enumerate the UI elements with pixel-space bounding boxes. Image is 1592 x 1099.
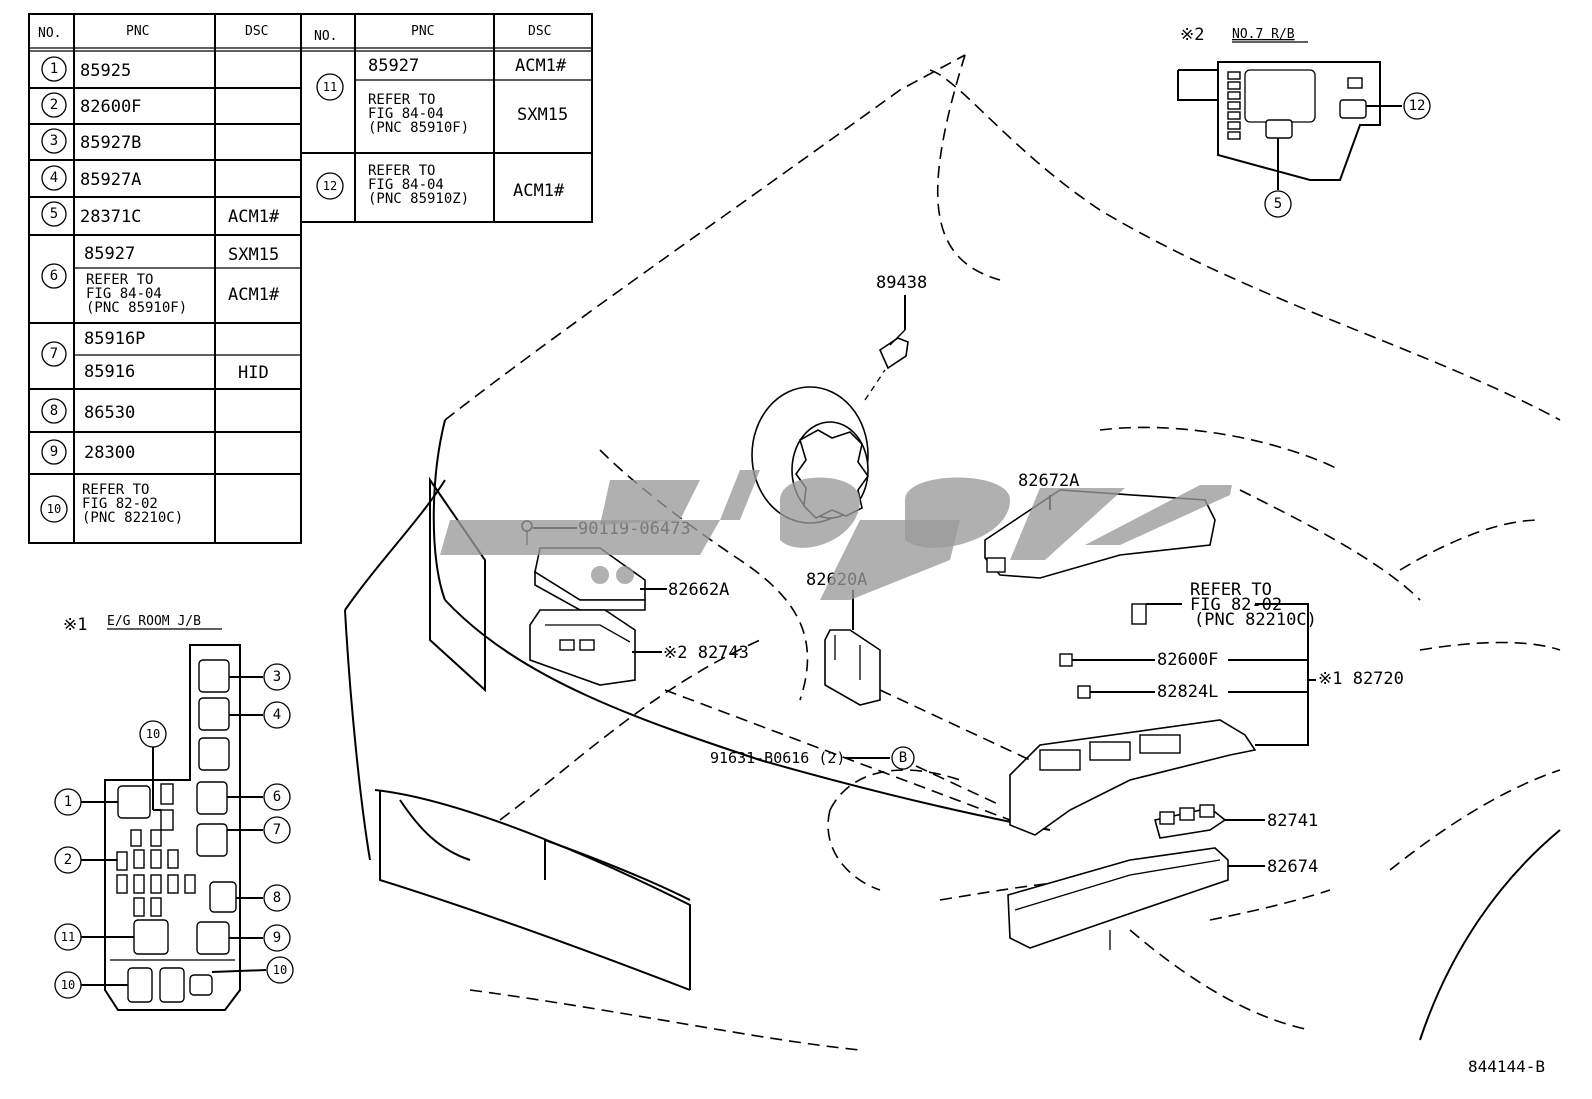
t2-header-dsc: DSC xyxy=(528,24,551,39)
inset1-mark: ※1 xyxy=(63,615,87,635)
label-82743: ※2 82743 xyxy=(663,643,749,663)
t2-no-12: 12 xyxy=(323,179,337,193)
t1-dsc-6b: ACM1# xyxy=(228,285,280,305)
inset1-callout-4: 4 xyxy=(273,707,281,723)
parts-table-1: NO. PNC DSC 1 2 3 4 5 6 7 8 9 10 85925 8… xyxy=(28,13,302,544)
t1-no-9: 9 xyxy=(50,444,58,460)
part-82620A-relay xyxy=(824,629,881,706)
t1-pnc-3: 85927B xyxy=(80,133,141,153)
inset2-title: NO.7 R/B xyxy=(1232,27,1295,42)
label-refer-82210C: REFER TO FIG 82-02 (PNC 82210C) xyxy=(1190,580,1317,630)
refer-line-3: (PNC 82210C) xyxy=(1194,610,1317,630)
inset2-mark: ※2 xyxy=(1180,25,1204,45)
part-82743-relay-block xyxy=(529,609,636,686)
inset1-callout-6: 6 xyxy=(273,789,281,805)
inset1-title: E/G ROOM J/B xyxy=(107,614,201,629)
t1-no-1: 1 xyxy=(50,61,58,77)
t1-pnc-1: 85925 xyxy=(80,61,131,81)
inset1-callout-10a: 10 xyxy=(146,727,160,741)
part-82741-relay-strip xyxy=(1154,804,1227,839)
bolt-ref-marker: B xyxy=(899,750,907,766)
t1-pnc-5: 28371C xyxy=(80,207,141,227)
inset1-callout-10b: 10 xyxy=(273,963,287,977)
t1-no-2: 2 xyxy=(50,97,58,113)
label-89438: 89438 xyxy=(876,273,927,293)
part-labels: 89438 90119-06473 82662A ※2 82743 82620A… xyxy=(578,273,1404,877)
t2-dsc-11a: ACM1# xyxy=(515,56,567,76)
label-82672A: 82672A xyxy=(1018,471,1079,491)
t1-pnc-8: 86530 xyxy=(84,403,135,423)
t1-pnc-7b: 85916 xyxy=(84,362,135,382)
label-91631-B0616: 91631-B0616 (2) xyxy=(710,749,845,767)
t1-pnc-2: 82600F xyxy=(80,97,141,117)
t1-header-no: NO. xyxy=(38,26,61,41)
parts-table-2: NO. PNC DSC 11 12 85927 REFER TO FIG 84-… xyxy=(300,13,593,223)
part-82720-junction-block xyxy=(1009,719,1257,836)
inset1-callout-11: 11 xyxy=(61,930,75,944)
t1-no-8: 8 xyxy=(50,403,58,419)
part-82600F-fuse-icon xyxy=(1059,653,1073,667)
label-82674: 82674 xyxy=(1267,857,1318,877)
t2-pnc-11a: 85927 xyxy=(368,56,419,76)
t1-dsc-7b: HID xyxy=(238,363,269,383)
label-82720: ※1 82720 xyxy=(1318,669,1404,689)
t1-no-4: 4 xyxy=(50,170,58,186)
t2-header-pnc: PNC xyxy=(411,24,434,39)
inset1-callout-1: 1 xyxy=(64,794,72,810)
leader-lines xyxy=(533,295,1316,867)
inset2-fuse-column xyxy=(1227,71,1241,140)
t1-no-3: 3 xyxy=(50,133,58,149)
inset1-callout-2: 2 xyxy=(64,852,72,868)
t1-dsc-6a: SXM15 xyxy=(228,245,279,265)
label-82662A: 82662A xyxy=(668,580,729,600)
part-82824L-fuse-icon xyxy=(1077,685,1091,699)
t2-pnc-11b: REFER TO FIG 84-04 (PNC 85910F) xyxy=(368,92,469,136)
t1-header-dsc: DSC xyxy=(245,24,268,39)
t1-pnc-6a: 85927 xyxy=(84,244,135,264)
t2-no-11: 11 xyxy=(323,80,337,94)
inset-eg-room-jb: ※1 E/G ROOM J/B xyxy=(54,614,294,1011)
inset1-callout-9: 9 xyxy=(273,930,281,946)
inset1-callout-10c: 10 xyxy=(61,978,75,992)
t1-pnc-6b: REFER TO FIG 84-04 (PNC 85910F) xyxy=(86,272,187,316)
inset2-callout-12: 12 xyxy=(1409,98,1426,114)
label-82600F: 82600F xyxy=(1157,650,1218,670)
inset1-callout-8: 8 xyxy=(273,890,281,906)
figure-id: 844144-B xyxy=(1468,1057,1545,1076)
watermark-logo xyxy=(440,470,1232,600)
part-82210C-fuse-icon xyxy=(1131,603,1147,625)
t1-no-6: 6 xyxy=(50,268,58,284)
t1-no-5: 5 xyxy=(50,206,58,222)
t1-pnc-10: REFER TO FIG 82-02 (PNC 82210C) xyxy=(82,482,183,526)
t2-dsc-12: ACM1# xyxy=(513,181,565,201)
t2-dsc-11b: SXM15 xyxy=(517,105,568,125)
refer-line-2: FIG 82-02 xyxy=(1190,595,1282,615)
part-82674-lower-case xyxy=(1007,847,1229,950)
label-82741: 82741 xyxy=(1267,811,1318,831)
inset1-callout-7: 7 xyxy=(273,822,281,838)
t1-pnc-4: 85927A xyxy=(80,170,141,190)
t1-pnc-9: 28300 xyxy=(84,443,135,463)
label-82824L: 82824L xyxy=(1157,682,1218,702)
t1-row-numbers: 1 2 3 4 5 6 7 8 9 10 xyxy=(40,56,68,523)
t1-dsc-5: ACM1# xyxy=(228,207,280,227)
inset1-callout-3: 3 xyxy=(273,669,281,685)
t1-pnc-7a: 85916P xyxy=(84,329,145,349)
t1-no-7: 7 xyxy=(50,346,58,362)
t1-no-10: 10 xyxy=(47,502,61,516)
t2-header-no: NO. xyxy=(314,29,337,44)
t1-header-pnc: PNC xyxy=(126,24,149,39)
refer-line-1: REFER TO xyxy=(1190,580,1272,600)
inset2-callout-5: 5 xyxy=(1274,196,1282,212)
inset-no7-rb: ※2 NO.7 R/B 12 5 xyxy=(1177,25,1431,218)
t2-pnc-12: REFER TO FIG 84-04 (PNC 85910Z) xyxy=(368,163,469,207)
inset1-mini-fuses xyxy=(116,783,196,917)
